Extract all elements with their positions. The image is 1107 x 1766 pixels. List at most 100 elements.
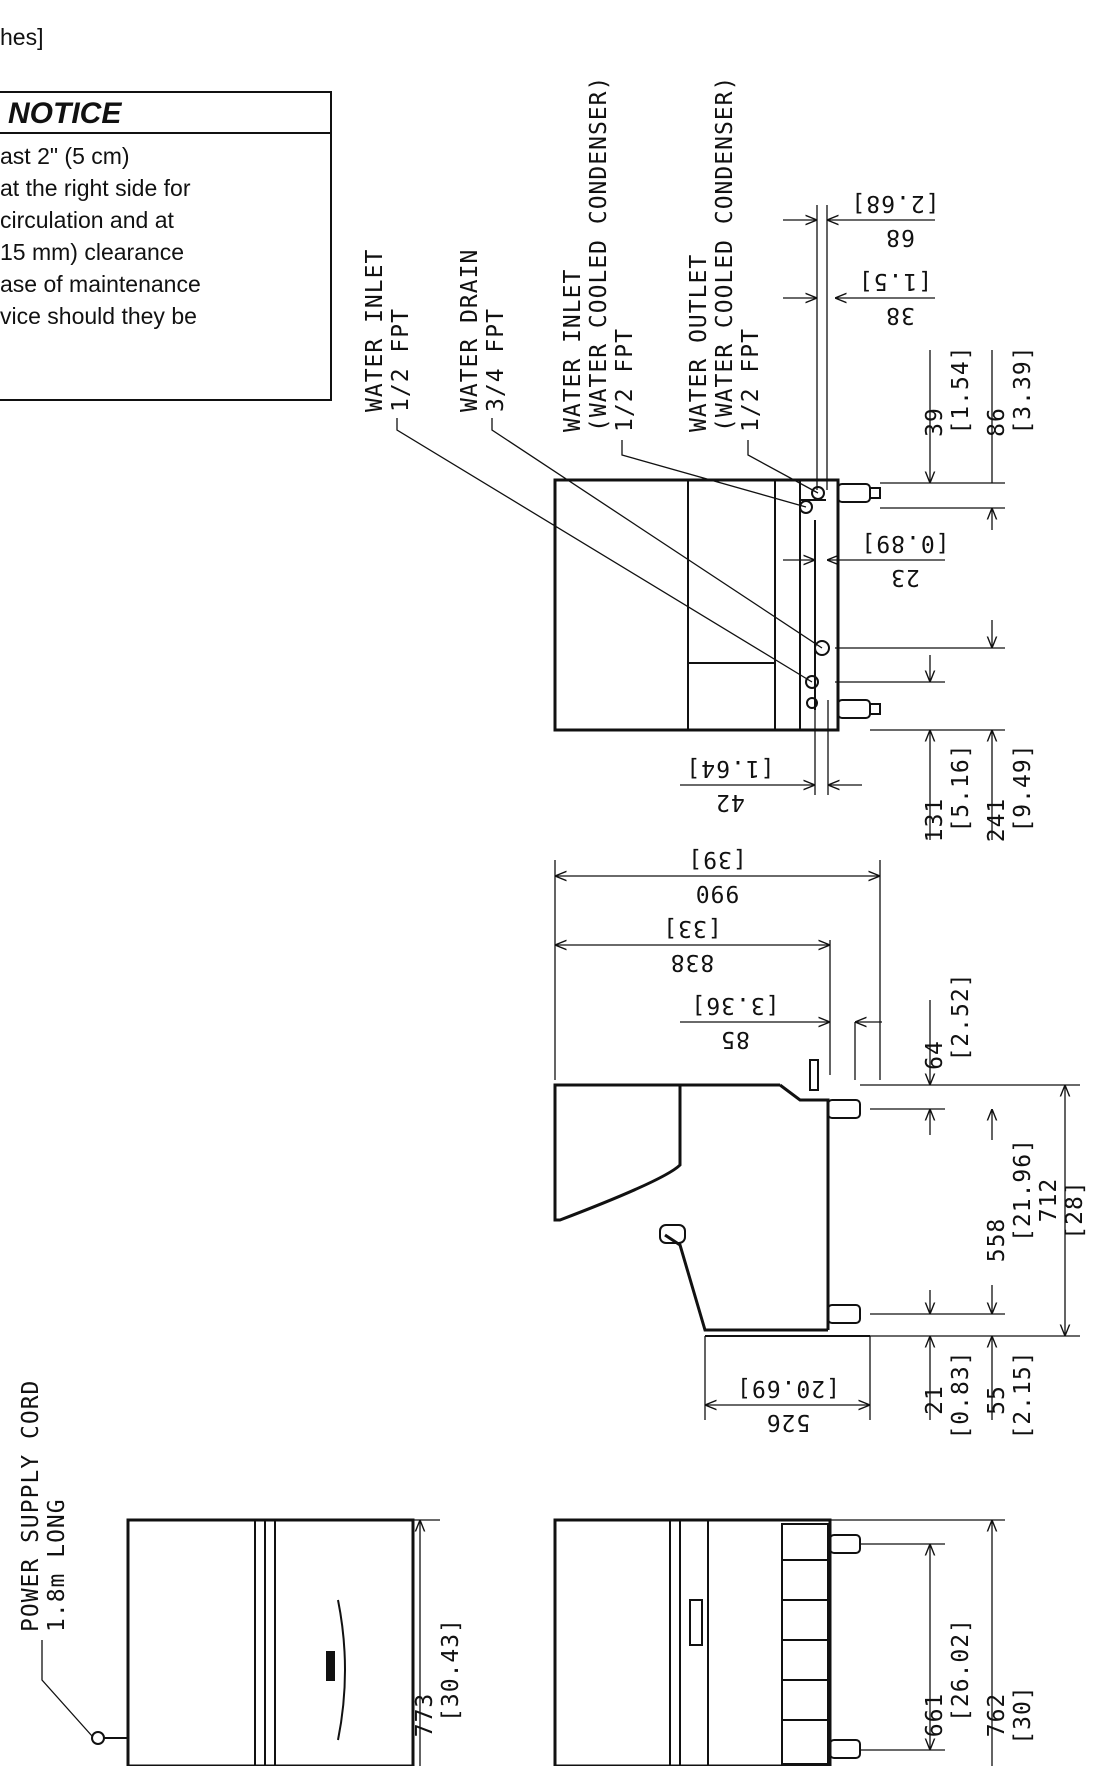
dim-762-in: [30] bbox=[1010, 1685, 1036, 1744]
dim-526: 526 bbox=[766, 1409, 811, 1435]
notice-line: at the right side for bbox=[0, 175, 191, 201]
dim-21-in: [0.83] bbox=[948, 1350, 974, 1439]
front-left-dims bbox=[413, 1519, 440, 1766]
label-wc-outlet-size: 1/2 FPT bbox=[738, 328, 764, 432]
dim-558-in: [21.96] bbox=[1010, 1138, 1036, 1242]
dim-773: 773 bbox=[412, 1693, 438, 1738]
dim-39-in: [1.54] bbox=[948, 345, 974, 434]
dim-762: 762 bbox=[984, 1693, 1010, 1738]
front-left-door-curve bbox=[337, 1599, 346, 1741]
dim-526-in: [20.69] bbox=[736, 1375, 840, 1401]
dim-64: 64 bbox=[922, 1040, 948, 1070]
front-view-right bbox=[553, 1518, 861, 1766]
dim-39: 39 bbox=[922, 407, 948, 437]
fitting-wc-inlet bbox=[799, 500, 813, 514]
dim-55: 55 bbox=[984, 1385, 1010, 1415]
side-dims bbox=[554, 860, 1080, 1420]
leg-foot bbox=[869, 487, 881, 499]
side-handle bbox=[659, 1224, 686, 1244]
dim-68-in: [2.68] bbox=[850, 190, 939, 216]
label-wc-inlet-size: 1/2 FPT bbox=[612, 328, 638, 432]
dim-42: 42 bbox=[715, 789, 745, 815]
side-leg bbox=[827, 1099, 861, 1119]
dim-85-in: [3.36] bbox=[690, 992, 779, 1018]
label-water-inlet: WATER INLET bbox=[362, 249, 388, 412]
dim-42-in: [1.64] bbox=[685, 755, 774, 781]
top-view-outline bbox=[553, 478, 840, 732]
dim-558: 558 bbox=[984, 1218, 1010, 1263]
front-right-outline bbox=[553, 1518, 832, 1766]
front-right-dims bbox=[830, 1519, 1005, 1766]
label-wc-outlet-sub: (WATER COOLED CONDENSER) bbox=[712, 76, 738, 432]
dim-990: 990 bbox=[695, 880, 740, 906]
side-bin-shape bbox=[553, 1083, 682, 1222]
leg-bottom bbox=[837, 699, 871, 719]
notice-line: circulation and at bbox=[0, 207, 174, 233]
front-right-grille bbox=[781, 1523, 829, 1765]
leader-power-cord bbox=[41, 1640, 93, 1737]
label-wc-inlet: WATER INLET bbox=[560, 269, 586, 432]
leader-water-drain bbox=[491, 418, 823, 649]
leader-wc-outlet bbox=[747, 440, 819, 494]
front-right-handle bbox=[689, 1599, 703, 1646]
dim-23: 23 bbox=[890, 564, 920, 590]
dim-131: 131 bbox=[922, 798, 948, 843]
dim-86: 86 bbox=[984, 407, 1010, 437]
dim-773-in: [30.43] bbox=[438, 1618, 464, 1722]
side-body-front bbox=[664, 1233, 828, 1332]
label-water-drain-size: 3/4 FPT bbox=[483, 308, 509, 412]
label-water-drain: WATER DRAIN bbox=[457, 249, 483, 412]
rotated-labels: WATER INLET 1/2 FPT WATER DRAIN 3/4 FPT … bbox=[18, 76, 1088, 1745]
dim-661: 661 bbox=[922, 1693, 948, 1738]
side-body-right bbox=[779, 1083, 830, 1330]
front-left-logo bbox=[326, 1651, 335, 1681]
power-plug-icon bbox=[91, 1731, 105, 1745]
dim-21: 21 bbox=[922, 1385, 948, 1415]
dim-712: 712 bbox=[1036, 1178, 1062, 1223]
unit-header: hes] bbox=[0, 24, 44, 50]
label-power-cord: POWER SUPPLY CORD bbox=[18, 1380, 44, 1632]
fitting-small bbox=[806, 697, 818, 709]
dim-64-in: [2.52] bbox=[948, 972, 974, 1061]
notice-title: NOTICE bbox=[0, 93, 330, 134]
dim-131-in: [5.16] bbox=[948, 743, 974, 832]
front-left-outline bbox=[126, 1518, 415, 1766]
dim-68: 68 bbox=[885, 224, 915, 250]
fitting-drain bbox=[814, 640, 830, 656]
leg-top bbox=[837, 483, 871, 503]
notice-line: 15 mm) clearance bbox=[0, 239, 185, 265]
dim-661-in: [26.02] bbox=[948, 1618, 974, 1722]
dim-241: 241 bbox=[984, 798, 1010, 843]
front-right-leg bbox=[829, 1534, 861, 1554]
fitting-wc-outlet bbox=[811, 486, 825, 500]
front-right-leg bbox=[829, 1739, 861, 1759]
dim-38: 38 bbox=[885, 302, 915, 328]
dim-55-in: [2.15] bbox=[1010, 1350, 1036, 1439]
notice-body: ast 2" (5 cm) at the right side for circ… bbox=[0, 134, 330, 332]
notice-line: ast 2" (5 cm) bbox=[0, 143, 130, 169]
leader-lines bbox=[41, 418, 823, 1737]
side-view bbox=[553, 1059, 870, 1337]
leader-water-inlet bbox=[396, 418, 813, 683]
fitting-water-inlet bbox=[805, 675, 819, 689]
side-cord-plug bbox=[809, 1059, 819, 1091]
notice-box: NOTICE ast 2" (5 cm) at the right side f… bbox=[0, 91, 332, 401]
top-view bbox=[553, 478, 881, 732]
notice-line: ase of maintenance bbox=[0, 271, 201, 297]
dim-23-in: [0.89] bbox=[860, 530, 949, 556]
dim-86-in: [3.39] bbox=[1010, 345, 1036, 434]
dim-85: 85 bbox=[720, 1026, 750, 1052]
dim-838: 838 bbox=[670, 949, 715, 975]
top-dims bbox=[680, 205, 1005, 840]
label-wc-inlet-sub: (WATER COOLED CONDENSER) bbox=[586, 76, 612, 432]
dim-838-in: [33] bbox=[662, 915, 721, 941]
front-view-left bbox=[91, 1518, 415, 1766]
label-power-cord-len: 1.8m LONG bbox=[44, 1498, 70, 1632]
leg-foot bbox=[869, 703, 881, 715]
dim-241-in: [9.49] bbox=[1010, 743, 1036, 832]
dim-38-in: [1.5] bbox=[858, 268, 932, 294]
side-leg bbox=[827, 1304, 861, 1324]
label-water-inlet-size: 1/2 FPT bbox=[388, 308, 414, 412]
